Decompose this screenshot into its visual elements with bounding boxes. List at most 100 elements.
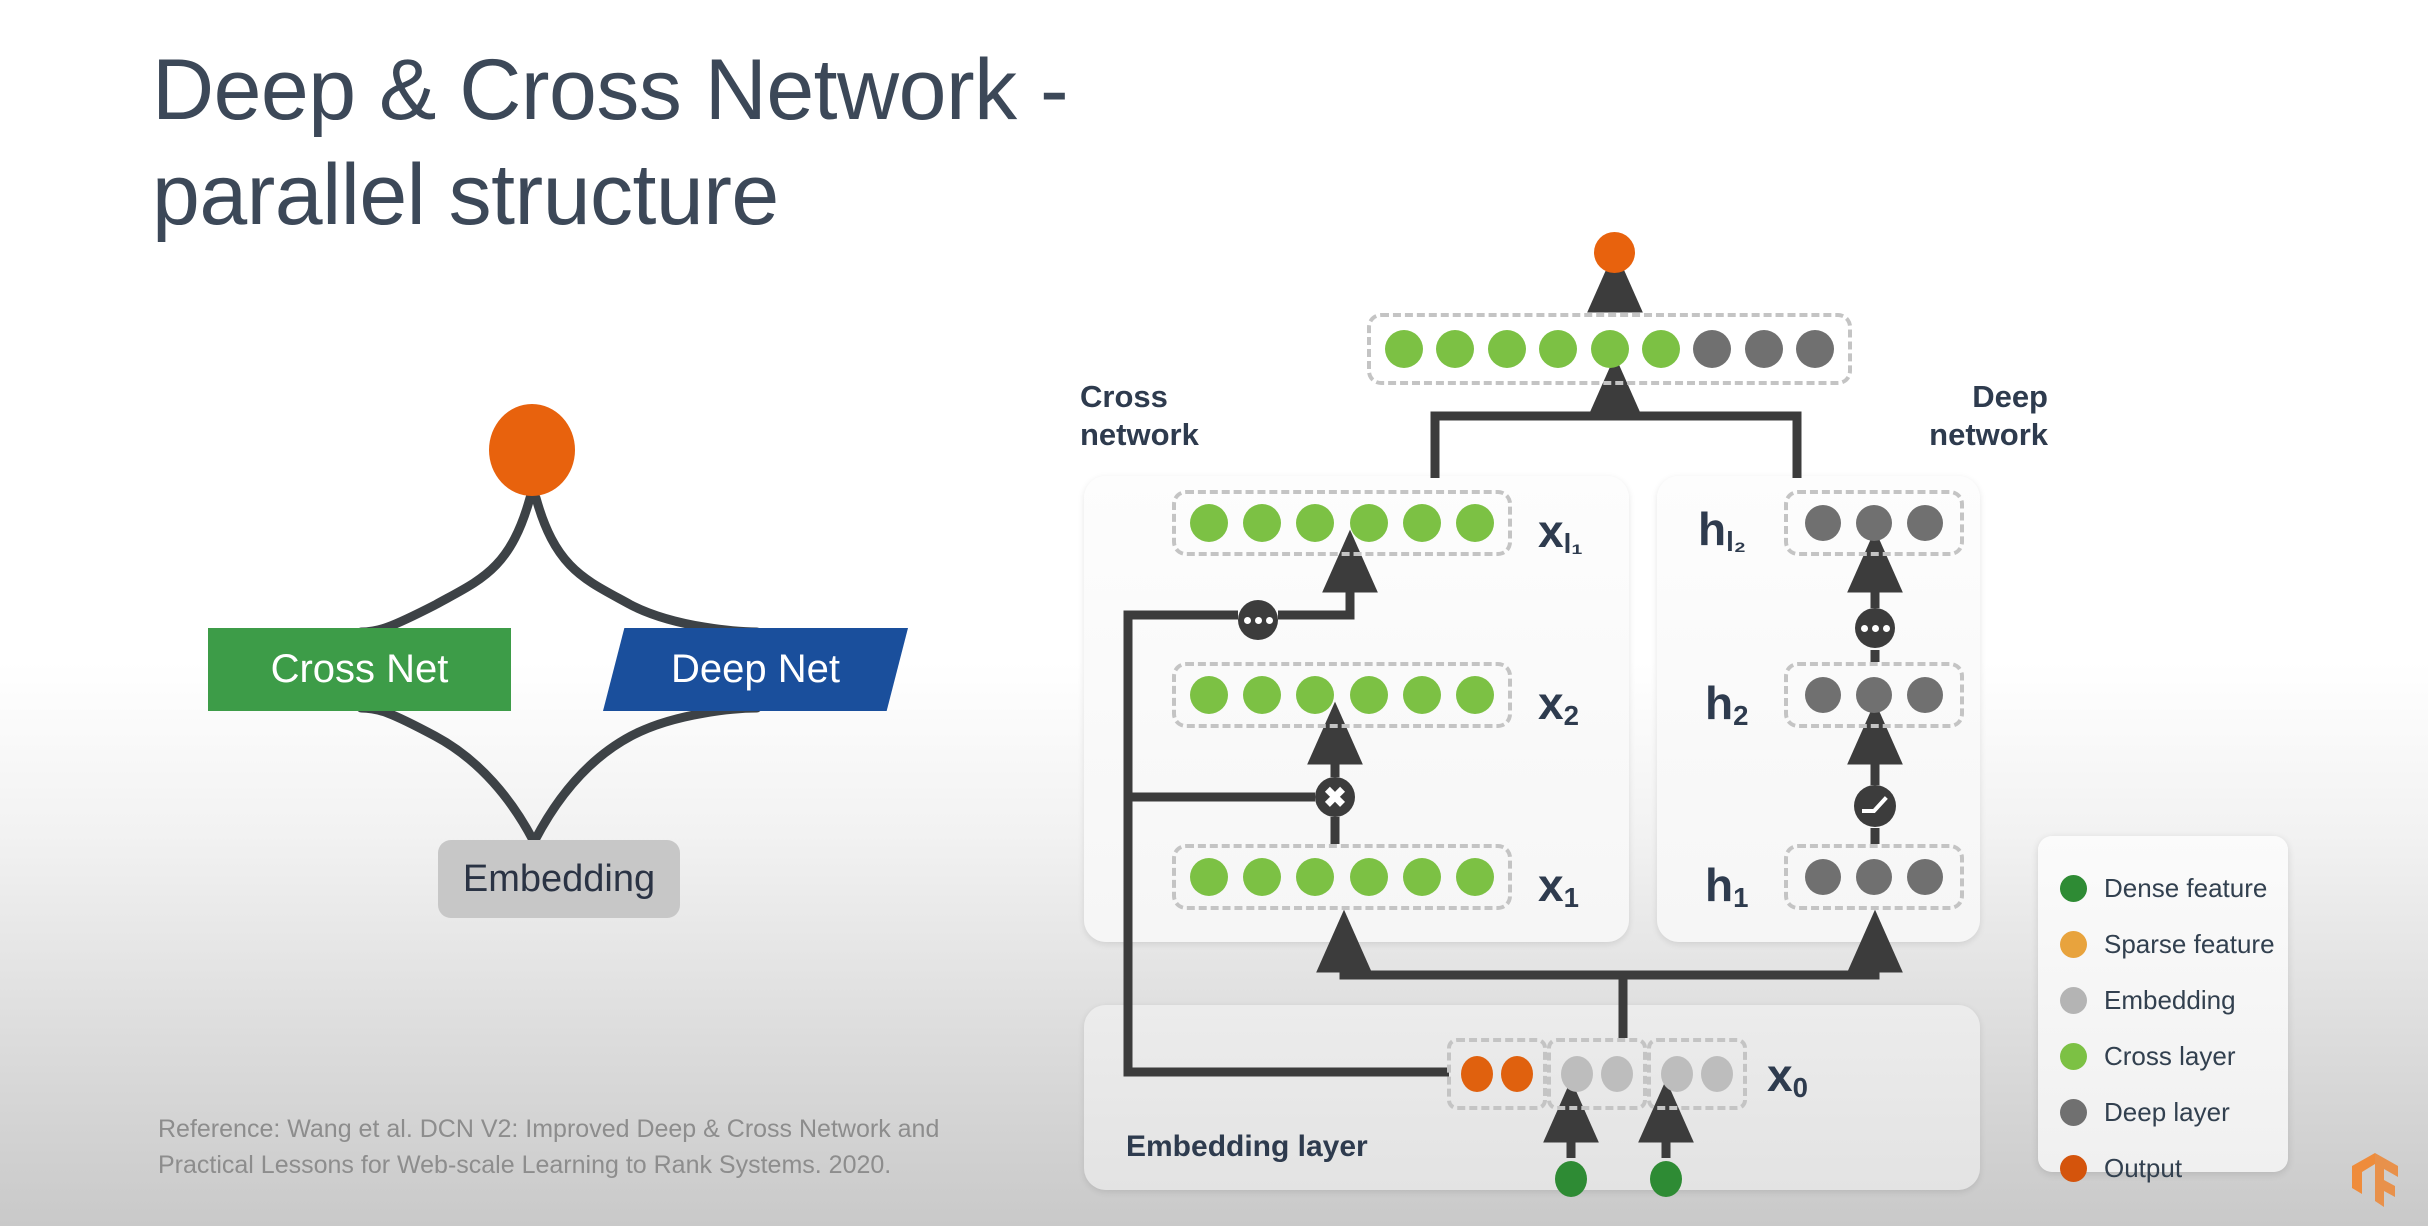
deep-row-label: hl₂ [1698, 503, 1747, 558]
deep-layer-node [1805, 505, 1841, 541]
legend-label: Output [2104, 1152, 2183, 1183]
cross-net-box[interactable]: Cross Net [208, 628, 511, 711]
cross-layer-node [1243, 858, 1282, 896]
reference-citation: Reference: Wang et al. DCN V2: Improved … [158, 1115, 940, 1179]
cross-layer-node [1385, 330, 1423, 368]
cross-layer-node [1296, 504, 1335, 542]
deep-layer-node [1856, 505, 1892, 541]
cross-layer-row [1172, 490, 1512, 556]
cross-layer-node [1190, 676, 1228, 714]
cross-layer-node [1190, 858, 1228, 896]
legend-label: Deep layer [2104, 1096, 2230, 1127]
diagram-wires [1123, 249, 1903, 1158]
deep-row-label: h2 [1705, 677, 1749, 732]
cross-row-label: x2 [1538, 677, 1579, 732]
embedding-box[interactable]: Embedding [438, 840, 680, 918]
deep-row-label: h1 [1705, 859, 1749, 914]
deep-layer-row [1784, 490, 1964, 556]
legend-item: Deep layer [2060, 1084, 2288, 1140]
deep-layer-node [1856, 859, 1892, 895]
page-title: Deep & Cross Network - parallel structur… [152, 42, 1069, 243]
ellipsis-operator-icon [1238, 600, 1278, 640]
legend-item: Sparse feature [2060, 916, 2288, 972]
dense-feature-node [1555, 1161, 1587, 1197]
legend-swatch [2060, 1098, 2087, 1126]
cross-layer-node [1402, 676, 1441, 714]
cross-layer-node [1455, 858, 1494, 896]
legend-swatch [2060, 930, 2087, 958]
embedding-layer-label: Embedding layer [1126, 1130, 1368, 1163]
sparse-group [1447, 1038, 1547, 1110]
concat-layer [1367, 313, 1852, 385]
relu-activation-operator-icon [1854, 785, 1896, 827]
sparse-group-node [1461, 1056, 1493, 1092]
parallel-structure-schematic: Cross Net Deep Net Embedding [150, 370, 1050, 990]
deep-layer-node [1856, 677, 1892, 713]
tensorflow-logo [2352, 1153, 2398, 1207]
embedding-group-1 [1547, 1038, 1647, 1110]
legend-label: Embedding [2104, 984, 2236, 1015]
cross-layer-node [1296, 676, 1335, 714]
deep-layer-node [1907, 505, 1943, 541]
ellipsis-operator-icon [1855, 608, 1895, 648]
embedding-group-1-node [1601, 1056, 1633, 1092]
legend-item: Cross layer [2060, 1028, 2288, 1084]
cross-layer-node [1402, 858, 1441, 896]
legend-item: Embedding [2060, 972, 2288, 1028]
embedding-group-2 [1647, 1038, 1747, 1110]
cross-layer-node [1243, 504, 1282, 542]
deep-net-box[interactable]: Deep Net [603, 628, 908, 711]
cross-layer-node [1296, 858, 1335, 896]
cross-layer-node [1590, 330, 1629, 368]
cross-layer-row [1172, 844, 1512, 910]
cross-layer-node [1349, 504, 1388, 542]
cross-layer-node [1436, 330, 1475, 368]
cross-layer-row [1172, 662, 1512, 728]
legend-swatch [2060, 1154, 2087, 1182]
legend-item: Output [2060, 1140, 2288, 1196]
deep-layer-node [1744, 330, 1783, 368]
cross-layer-node [1455, 676, 1494, 714]
legend-swatch [2060, 1042, 2087, 1070]
dense-feature-node [1650, 1161, 1682, 1197]
schematic-output-node [489, 404, 575, 496]
deep-layer-node [1907, 859, 1943, 895]
legend-swatch [2060, 874, 2087, 902]
deep-layer-node [1796, 330, 1834, 368]
cross-layer-node [1190, 504, 1228, 542]
embedding-group-1-node [1561, 1056, 1593, 1092]
cross-multiply-operator-icon: ✖ [1315, 777, 1355, 817]
cross-layer-node [1539, 330, 1578, 368]
cross-row-label: x1 [1538, 859, 1579, 914]
legend-label: Sparse feature [2104, 928, 2275, 959]
legend-label: Cross layer [2104, 1040, 2236, 1071]
deep-layer-node [1805, 859, 1841, 895]
cross-layer-node [1455, 504, 1494, 542]
cross-layer-node [1402, 504, 1441, 542]
embedding-row-label: x0 [1767, 1049, 1808, 1104]
cross-row-label: xl₁ [1538, 505, 1583, 560]
deep-layer-row [1784, 662, 1964, 728]
cross-layer-node [1487, 330, 1526, 368]
embedding-vector-x0 [1447, 1038, 1747, 1110]
cross-layer-node [1243, 676, 1282, 714]
embedding-group-2-node [1661, 1056, 1693, 1092]
cross-network-label: Cross network [1080, 379, 1199, 452]
embedding-layer-panel [1084, 1005, 1980, 1190]
deep-layer-node [1693, 330, 1732, 368]
legend-item: Dense feature [2060, 860, 2288, 916]
cross-layer-node [1349, 858, 1388, 896]
deep-layer-node [1805, 677, 1841, 713]
deep-network-label: Deep network [1929, 379, 2048, 452]
dcn-architecture-diagram: Cross network Deep network Embedding lay… [1060, 200, 2060, 1200]
legend-swatch [2060, 986, 2087, 1014]
legend-label: Dense feature [2104, 872, 2268, 903]
output-node [1594, 232, 1635, 273]
embedding-group-2-node [1701, 1056, 1733, 1092]
sparse-group-node [1501, 1056, 1533, 1092]
deep-layer-node [1907, 677, 1943, 713]
cross-layer-node [1641, 330, 1680, 368]
deep-layer-row [1784, 844, 1964, 910]
